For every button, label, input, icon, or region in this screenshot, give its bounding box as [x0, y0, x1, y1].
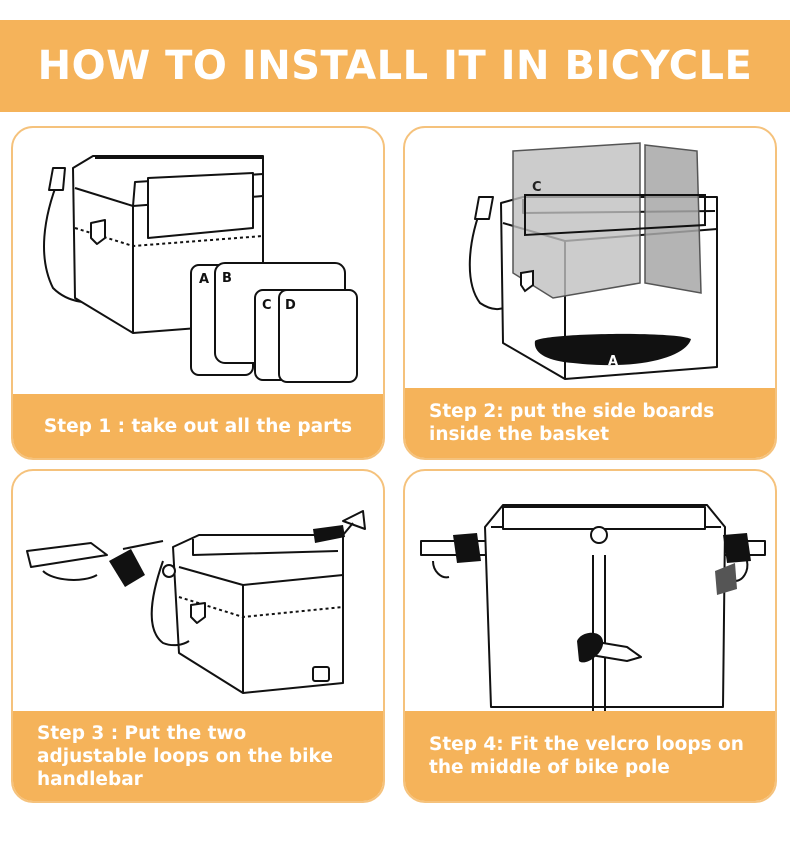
- board-label-c: C: [532, 180, 542, 195]
- board-label-b: B: [222, 271, 232, 286]
- step-4-caption: Step 4: Fit the velcro loops on the midd…: [429, 734, 744, 778]
- board-label-d: D: [285, 298, 296, 313]
- step-2-caption: Step 2: put the side boards inside the b…: [429, 401, 715, 445]
- title-banner: HOW TO INSTALL IT IN BICYCLE: [0, 20, 790, 112]
- step-2-illustration: C A: [468, 142, 718, 380]
- board-label-c: C: [262, 298, 272, 313]
- step-3-caption: Step 3 : Put the two adjustable loops on…: [37, 722, 333, 790]
- step-1-caption-bar: Step 1 : take out all the parts: [13, 394, 383, 458]
- step-2-caption-bar: Step 2: put the side boards inside the b…: [405, 388, 775, 458]
- step-1-card: A B C D Step 1 : take out all the parts: [11, 126, 385, 460]
- page-title: HOW TO INSTALL IT IN BICYCLE: [37, 43, 753, 89]
- step-3-illustration: [26, 510, 366, 694]
- step-1-caption: Step 1 : take out all the parts: [43, 415, 353, 437]
- step-4-card: Step 4: Fit the velcro loops on the midd…: [403, 469, 777, 803]
- step-2-card: C A Step 2: put the side boards inside t…: [403, 126, 777, 460]
- board-label-a: A: [199, 272, 209, 287]
- step-3-caption-bar: Step 3 : Put the two adjustable loops on…: [13, 711, 383, 801]
- step-4-illustration: [420, 504, 766, 713]
- board-label-a: A: [608, 354, 618, 369]
- step-3-card: Step 3 : Put the two adjustable loops on…: [11, 469, 385, 803]
- step-4-caption-bar: Step 4: Fit the velcro loops on the midd…: [405, 711, 775, 801]
- step-1-illustration: A B C D: [43, 155, 358, 383]
